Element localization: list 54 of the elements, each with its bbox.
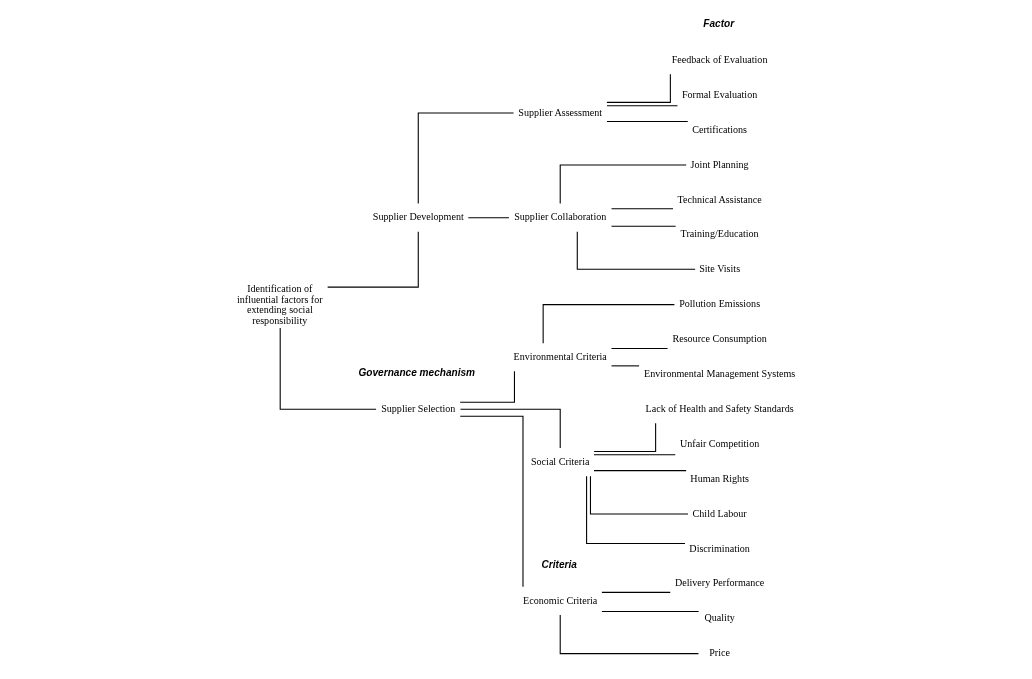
node-text: Training/Education (680, 228, 759, 240)
connector (606, 121, 689, 123)
connector (610, 365, 640, 367)
node-text: Social Criteria (530, 455, 590, 467)
connector (459, 415, 524, 588)
connector (459, 408, 561, 449)
connector (559, 164, 687, 205)
node-text: Discrimination (689, 542, 750, 554)
connector (593, 470, 687, 472)
label: Factor (703, 18, 735, 30)
node-text: Formal Evaluation (681, 88, 758, 100)
label: Governance mechanism (358, 367, 476, 379)
node-text: Supplier Collaboration (514, 211, 607, 223)
connector (589, 475, 689, 515)
connector (610, 208, 674, 210)
node-text: Environmental Management Systems (644, 368, 796, 380)
connector (576, 231, 696, 270)
node-text: Site Visits (699, 263, 741, 275)
connector (559, 614, 699, 655)
node-text: Supplier Assessment (518, 106, 603, 118)
connector (459, 370, 515, 403)
connector (417, 112, 515, 205)
connector (467, 217, 510, 219)
node-text: Resource Consumption (672, 333, 767, 345)
label: Criteria (541, 558, 577, 570)
connector (601, 591, 671, 593)
node-text: Human Rights (690, 472, 749, 484)
node-text: Child Labour (692, 507, 747, 519)
node-text: Economic Criteria (523, 594, 598, 606)
node-text: Supplier Selection (381, 402, 456, 414)
node-text: Delivery Performance (674, 577, 765, 589)
connector (279, 327, 377, 410)
node-text: Supplier Development (372, 211, 464, 223)
node-text: Pollution Emissions (679, 298, 761, 310)
connector (606, 73, 671, 103)
node-text: Technical Assistance (677, 193, 762, 205)
node-text: Environmental Criteria (513, 350, 607, 362)
connector (593, 454, 676, 456)
node-text: Feedback of Evaluation (671, 53, 768, 65)
connector (542, 304, 675, 344)
connector (606, 105, 679, 107)
node-text: Lack of Health and Safety Standards (645, 402, 794, 414)
node-text: Price (709, 647, 730, 659)
connector (610, 347, 669, 349)
node-text: Unfair Competition (680, 437, 760, 449)
node-text: Joint Planning (690, 158, 749, 170)
connector (601, 610, 700, 613)
connector (593, 422, 657, 452)
node-text: Quality (704, 612, 735, 624)
node-text: Identification of influential factors for extending social responsibility (236, 282, 323, 327)
connector (327, 231, 419, 288)
connector (586, 475, 686, 545)
node-text: Certifications (692, 123, 748, 135)
connector (610, 225, 677, 227)
